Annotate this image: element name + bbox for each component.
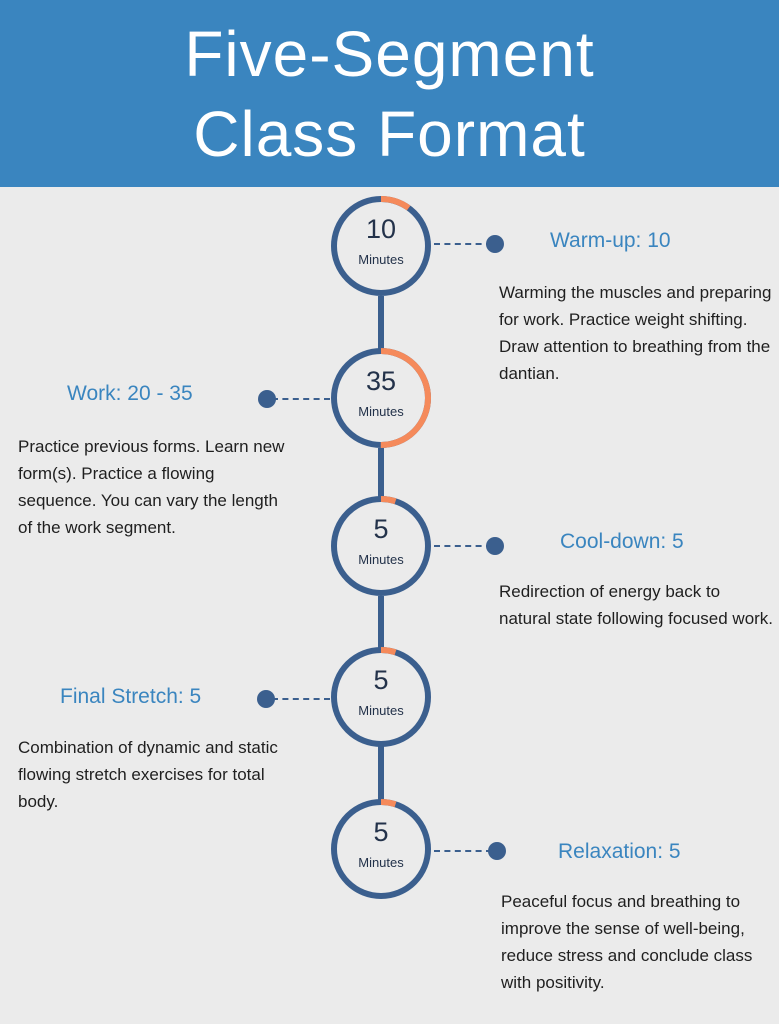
timeline-line: [378, 296, 384, 352]
progress-ring: [331, 799, 431, 899]
segment-description-work: Practice previous forms. Learn new form(…: [18, 437, 285, 537]
segment-circle-work: 35 Minutes: [329, 346, 433, 450]
segment-minutes-unit: Minutes: [358, 855, 404, 870]
segment-circle-final-stretch: 5 Minutes: [329, 645, 433, 749]
segment-description-cool-down: Redirection of energy back to natural st…: [499, 582, 774, 628]
segment-title-cool-down: Cool-down: 5: [560, 530, 684, 553]
ring-progress-arc: [331, 647, 431, 747]
progress-ring: [331, 196, 431, 296]
segment-description-final-stretch: Combination of dynamic and static flowin…: [18, 738, 278, 811]
connector-dot: [258, 390, 276, 408]
ring-progress-arc: [331, 496, 431, 596]
page-title-line-2: Class Format: [193, 97, 586, 170]
segment-minutes: 5: [373, 514, 389, 544]
segment-title-work: Work: 20 - 35: [67, 382, 193, 405]
connector-dot: [257, 690, 275, 708]
page-title-line-1: Five-Segment: [184, 17, 595, 90]
timeline-line: [378, 746, 384, 802]
connector-dot: [488, 842, 506, 860]
ring-progress-arc: [331, 799, 431, 899]
dashed-connector: [434, 850, 492, 852]
segment-circle-relaxation: 5 Minutes: [329, 797, 433, 901]
timeline-line: [378, 448, 384, 500]
dashed-connector: [434, 545, 492, 547]
progress-ring: [331, 348, 431, 448]
segment-minutes-unit: Minutes: [358, 252, 404, 267]
header-banner: Five-Segment Class Format: [0, 0, 779, 187]
segment-minutes: 5: [373, 817, 389, 847]
segment-circle-cool-down: 5 Minutes: [329, 494, 433, 598]
dashed-connector: [272, 398, 330, 400]
dashed-connector: [434, 243, 492, 245]
segment-description-relaxation: Peaceful focus and breathing to improve …: [501, 892, 753, 992]
connector-dot: [486, 235, 504, 253]
segment-minutes-unit: Minutes: [358, 552, 404, 567]
ring-progress-arc: [331, 196, 431, 296]
dashed-connector: [272, 698, 330, 700]
ring-progress-arc: [331, 348, 431, 448]
segment-title-relaxation: Relaxation: 5: [558, 840, 681, 863]
segment-description-warm-up: Warming the muscles and preparing for wo…: [499, 283, 772, 383]
segment-title-warm-up: Warm-up: 10: [550, 229, 671, 252]
progress-ring: [331, 647, 431, 747]
segment-minutes-unit: Minutes: [358, 404, 404, 419]
segment-minutes-unit: Minutes: [358, 703, 404, 718]
segment-title-final-stretch: Final Stretch: 5: [60, 685, 202, 708]
timeline-line: [378, 596, 384, 650]
segment-minutes: 5: [373, 665, 389, 695]
segment-minutes: 10: [365, 214, 397, 244]
segment-minutes: 35: [365, 366, 397, 396]
segment-circle-warm-up: 10 Minutes: [329, 194, 433, 298]
progress-ring: [331, 496, 431, 596]
connector-dot: [486, 537, 504, 555]
